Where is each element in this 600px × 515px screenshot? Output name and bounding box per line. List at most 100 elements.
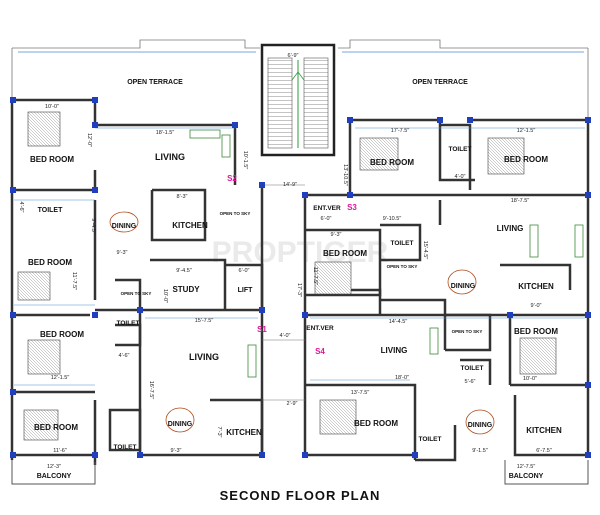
room-label-lift: LIFT [238,287,253,294]
dimension-label: 4'-0" [280,333,291,339]
dimension-label: 11'-6" [53,448,67,454]
room-label-bedroom: BED ROOM [30,155,74,164]
dimension-label: 12'-0" [86,133,92,147]
dimension-label: 11'-7.5" [312,267,318,285]
dimension-label: 9'-4.5" [90,218,96,234]
dimension-label: 2'-9" [287,401,298,407]
bed-icon [487,137,525,175]
marker-s3: S3 [347,203,357,212]
dimension-label: 5'-6" [465,379,476,385]
room-label-toilet: TOILET [38,207,63,214]
bed-icon [23,409,59,441]
dimension-label: 6'-7.5" [536,448,552,454]
room-label-ent-ver: ENT.VER [313,205,341,212]
room-label-study: STUDY [172,285,200,294]
dimension-label: 13'-7.5" [351,390,370,396]
dimension-label: 10'-0" [162,289,168,303]
room-label-toilet: TOILET [391,240,414,247]
dimension-labels: 6'-9" 10'-0" 12'-0" 18'-1.5" 10'-1.5" 14… [18,53,552,470]
dining-table-icon [465,409,495,435]
bed-icon [519,337,557,375]
room-label-bedroom: BED ROOM [323,249,367,258]
room-label-toilet: TOILET [461,365,484,372]
dimension-label: 18'-7.5" [511,198,530,204]
terrace-outline [11,39,589,120]
left-wing-walls [10,98,264,465]
marker-s2: S2 [227,174,237,183]
room-label-open-to-sky: OPEN TO SKY [121,291,152,296]
room-label-living: LIVING [155,152,185,162]
sofa-icon [221,134,231,158]
dimension-label: 18'-1.5" [156,130,175,136]
dimension-label: 12'-1.5" [517,128,536,134]
dining-table-icon [109,211,139,233]
bed-icon [314,261,352,295]
balconies [11,460,589,485]
dimension-label: 9'-10.5" [383,216,402,222]
dimension-label: 4'-6" [18,202,24,213]
sofas [189,129,584,378]
room-label-toilet: TOILET [449,146,472,153]
room-label-bedroom: BED ROOM [354,419,398,428]
dimension-label: 7'-3" [216,427,222,438]
sofa-icon [247,344,257,378]
dimension-label: 17'-3" [296,283,302,297]
dimension-label: 6'-0" [239,268,250,274]
sofa-icon [529,224,539,258]
marker-s4: S4 [315,347,325,356]
room-label-open-terrace: OPEN TERRACE [412,79,468,86]
dimension-label: 12'-7.5" [517,464,536,470]
room-label-toilet: TOILET [114,444,137,451]
watermark: PROPTIGER [212,236,389,269]
bed-icon [27,111,61,147]
dimension-label: 15'-4.5" [422,241,428,260]
dimension-label: 16'-7.5" [148,381,154,400]
room-label-balcony: BALCONY [509,473,544,480]
dimension-label: 10'-1.5" [242,151,248,170]
dimension-label: 10'-0" [45,104,59,110]
dimension-label: 10'-0" [523,376,537,382]
plan-title: SECOND FLOOR PLAN [220,488,381,503]
dimension-label: 15'-7.5" [195,318,214,324]
room-label-toilet: TOILET [117,320,140,327]
room-label-bedroom: BED ROOM [40,330,84,339]
room-label-dining: DINING [112,223,137,230]
room-label-kitchen: KITCHEN [518,282,554,291]
columns [10,97,591,458]
dimension-label: 4'-0" [455,174,466,180]
room-label-bedroom: BED ROOM [34,423,78,432]
dimension-label: 8'-3" [177,194,188,200]
dimension-label: 9'-0" [531,303,542,309]
dimension-label: 6'-9" [288,53,299,59]
room-label-open-to-sky: OPEN TO SKY [220,211,251,216]
dimension-label: 18'-0" [395,375,409,381]
room-label-living: LIVING [497,224,524,233]
dining-table-icon [165,407,195,433]
sofa-icon [574,224,584,258]
dimension-label: 12'-3" [47,464,61,470]
room-label-kitchen: KITCHEN [526,426,562,435]
dimension-label: 4'-6" [119,353,130,359]
dimension-label: 14'-9" [283,182,297,188]
room-label-bedroom: BED ROOM [514,327,558,336]
beds [17,111,557,441]
room-label-living: LIVING [381,346,408,355]
dimension-label: 11'-7.5" [71,272,77,290]
room-label-dining: DINING [168,421,193,428]
dimension-label: 17'-7.5" [391,128,410,134]
room-label-bedroom: BED ROOM [370,158,414,167]
room-label-open-to-sky: OPEN TO SKY [387,264,418,269]
room-label-open-terrace: OPEN TERRACE [127,79,183,86]
dimension-label: 9'-3" [331,232,342,238]
dimension-label: 9'-3" [171,448,182,454]
room-label-dining: DINING [451,283,476,290]
dimension-label: 9'-4.5" [176,268,192,274]
dimension-label: 13'-10.5" [342,164,348,186]
room-labels: OPEN TERRACE OPEN TERRACE BED ROOM LIVIN… [28,79,562,480]
dimension-label: 14'-4.5" [389,319,408,325]
stair-core [260,43,336,157]
room-label-dining: DINING [468,422,493,429]
bed-icon [27,339,61,375]
dining-tables [109,211,495,435]
